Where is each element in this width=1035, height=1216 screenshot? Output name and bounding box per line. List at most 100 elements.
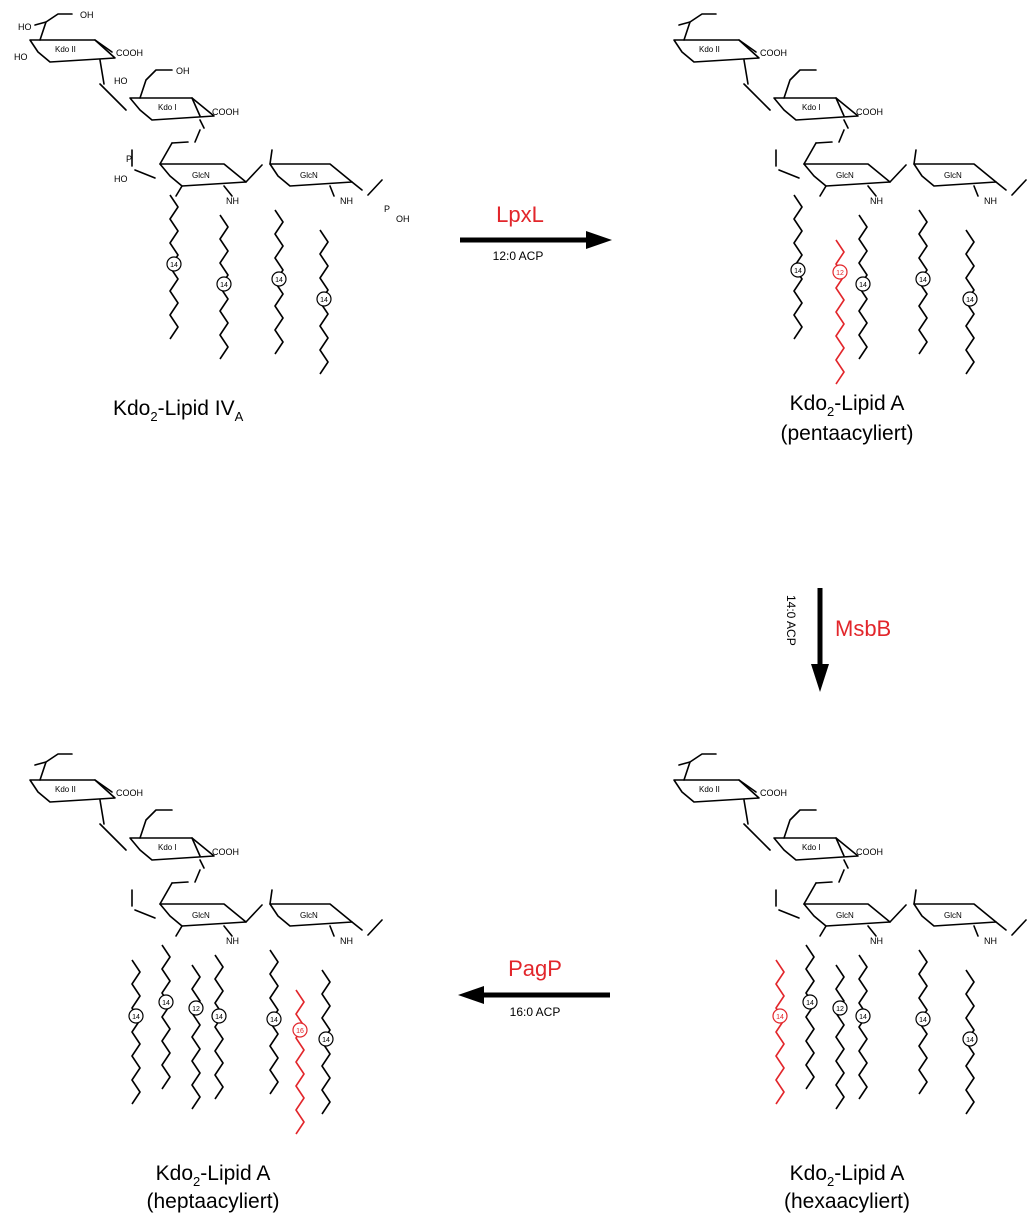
svg-text:14: 14 <box>776 1014 784 1021</box>
ring-glcn-2: GlcN <box>300 171 318 180</box>
svg-text:14: 14 <box>322 1037 330 1044</box>
chain-length-marker: 14 <box>158 994 174 1010</box>
chain-length-marker: 14 <box>128 1008 144 1024</box>
chain-length-marker: 14 <box>316 291 332 307</box>
reaction-arrow-pagp: PagP 16:0 ACP <box>458 956 610 1019</box>
svg-text:Kdo2-Lipid IVA: Kdo2-Lipid IVA <box>113 397 244 424</box>
acyl-chains: 14 14 14 14 <box>166 194 332 375</box>
atom-cooh: COOH <box>760 788 787 798</box>
svg-text:14: 14 <box>132 1014 140 1021</box>
reaction-arrow-msbb: MsbB 14:0 ACP <box>784 588 891 692</box>
chain-length-marker: 14 <box>962 291 978 307</box>
label-kdo2-lipid-a-hexa: Kdo2-Lipid A (hexaacyliert) <box>784 1162 910 1213</box>
ring-glcn-1: GlcN <box>836 171 854 180</box>
atom-cooh: COOH <box>760 48 787 58</box>
atom-p: P <box>384 204 390 214</box>
chain-length-marker: 14 <box>915 271 931 287</box>
chain-length-marker: 14 <box>855 276 871 292</box>
atom-nh: NH <box>870 196 883 206</box>
molecule-kdo2-lipid-a-hexa: Kdo II COOH Kdo I COOH GlcN GlcN NH NH 1… <box>673 753 1027 1115</box>
svg-text:(hexaacyliert): (hexaacyliert) <box>784 1190 910 1213</box>
svg-text:14: 14 <box>320 297 328 304</box>
ring-kdo-i: Kdo I <box>158 103 177 112</box>
atom-cooh: COOH <box>116 788 143 798</box>
chain-length-marker: 14 <box>790 262 806 278</box>
ring-glcn-1: GlcN <box>192 911 210 920</box>
ring-glcn-2: GlcN <box>944 171 962 180</box>
chain-length-marker: 14 <box>855 1008 871 1024</box>
chain-length-marker-red: 16 <box>292 1022 308 1038</box>
enzyme-label: LpxL <box>496 202 544 227</box>
svg-text:Kdo2-Lipid A: Kdo2-Lipid A <box>790 392 905 419</box>
chain-length-marker: 12 <box>188 1000 204 1016</box>
chain-length-marker: 14 <box>962 1031 978 1047</box>
atom-nh: NH <box>984 196 997 206</box>
ring-glcn-2: GlcN <box>944 911 962 920</box>
svg-text:Kdo2-Lipid A: Kdo2-Lipid A <box>790 1162 905 1189</box>
svg-text:14: 14 <box>170 262 178 269</box>
atom-ho: HO <box>114 76 128 86</box>
substrate-label: 16:0 ACP <box>510 1005 561 1019</box>
chain-length-marker: 14 <box>802 994 818 1010</box>
atom-nh: NH <box>226 936 239 946</box>
svg-text:14: 14 <box>162 1000 170 1007</box>
chain-length-marker-red: 12 <box>832 264 848 280</box>
svg-text:12: 12 <box>192 1006 200 1013</box>
atom-cooh: COOH <box>116 48 143 58</box>
svg-text:14: 14 <box>275 277 283 284</box>
chain-length-marker: 12 <box>832 1000 848 1016</box>
ring-glcn-1: GlcN <box>192 171 210 180</box>
chain-length-marker: 14 <box>266 1011 282 1027</box>
atom-ho: HO <box>114 174 128 184</box>
reaction-arrow-lpxl: LpxL 12:0 ACP <box>460 202 612 263</box>
atom-p: P <box>126 154 132 164</box>
svg-text:16: 16 <box>296 1028 304 1035</box>
svg-text:14: 14 <box>966 297 974 304</box>
chain-length-marker: 14 <box>211 1008 227 1024</box>
acyl-chains: 14 14 12 14 14 16 14 <box>128 944 334 1135</box>
chain-length-marker: 14 <box>915 1011 931 1027</box>
ring-kdo-i: Kdo I <box>158 843 177 852</box>
svg-text:12: 12 <box>836 1006 844 1013</box>
substrate-label: 14:0 ACP <box>784 595 798 646</box>
substrate-label: 12:0 ACP <box>493 249 544 263</box>
atom-cooh: COOH <box>212 107 239 117</box>
atom-ho: HO <box>14 52 28 62</box>
svg-text:14: 14 <box>794 268 802 275</box>
atom-nh: NH <box>340 196 353 206</box>
atom-cooh: COOH <box>856 107 883 117</box>
chain-length-marker-red: 14 <box>772 1008 788 1024</box>
atom-cooh: COOH <box>856 847 883 857</box>
chain-length-marker: 14 <box>271 271 287 287</box>
atom-oh: OH <box>396 214 410 224</box>
svg-text:12: 12 <box>836 270 844 277</box>
label-kdo2-lipid-iva: Kdo2-Lipid IVA <box>113 397 244 424</box>
chain-length-marker: 14 <box>216 276 232 292</box>
atom-cooh: COOH <box>212 847 239 857</box>
svg-text:(pentaacyliert): (pentaacyliert) <box>780 422 913 445</box>
enzyme-label: MsbB <box>835 616 891 641</box>
svg-text:14: 14 <box>270 1017 278 1024</box>
svg-text:14: 14 <box>859 1014 867 1021</box>
atom-nh: NH <box>340 936 353 946</box>
ring-kdo-ii: Kdo II <box>699 785 720 794</box>
chain-length-marker: 14 <box>166 256 182 272</box>
label-kdo2-lipid-a-hepta: Kdo2-Lipid A (heptaacyliert) <box>146 1162 279 1213</box>
atom-oh: OH <box>176 66 190 76</box>
molecule-kdo2-lipid-a-penta: Kdo II COOH Kdo I COOH GlcN GlcN NH NH 1… <box>673 13 1027 385</box>
ring-kdo-ii: Kdo II <box>699 45 720 54</box>
svg-text:14: 14 <box>919 1017 927 1024</box>
enzyme-label: PagP <box>508 956 562 981</box>
atom-nh: NH <box>870 936 883 946</box>
ring-glcn-1: GlcN <box>836 911 854 920</box>
acyl-chains: 14 14 12 14 14 14 <box>772 944 978 1115</box>
acyl-chains: 14 12 14 14 14 <box>790 194 978 385</box>
svg-text:(heptaacyliert): (heptaacyliert) <box>146 1190 279 1213</box>
ring-kdo-i: Kdo I <box>802 843 821 852</box>
svg-text:Kdo2-Lipid A: Kdo2-Lipid A <box>156 1162 271 1189</box>
label-kdo2-lipid-a-penta: Kdo2-Lipid A (pentaacyliert) <box>780 392 913 445</box>
ring-kdo-i: Kdo I <box>802 103 821 112</box>
svg-text:14: 14 <box>215 1014 223 1021</box>
ring-glcn-2: GlcN <box>300 911 318 920</box>
